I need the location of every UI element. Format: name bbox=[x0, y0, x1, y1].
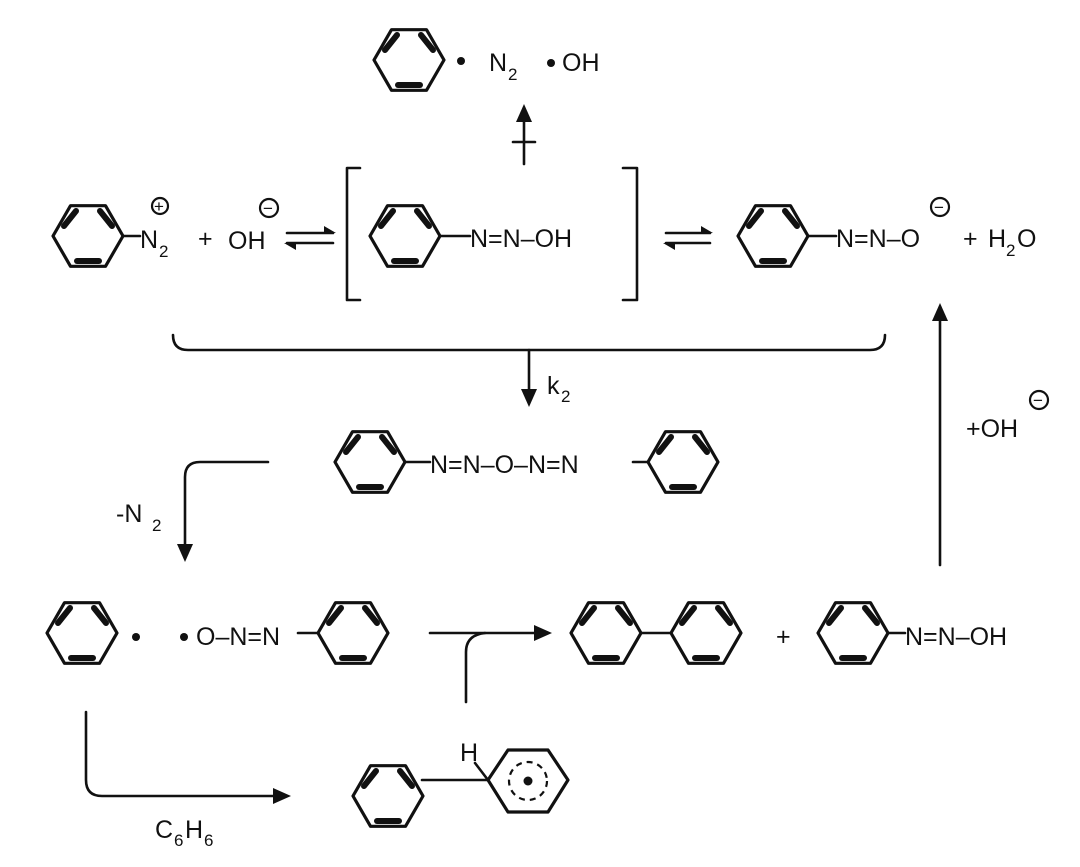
azo-oxide-radical-chain: O–N=N bbox=[196, 623, 280, 651]
negative-charge-circle bbox=[1028, 389, 1050, 411]
hydrogen-label: H bbox=[460, 739, 478, 767]
azo-hydroxyl-chain: N=N–OH bbox=[470, 225, 572, 253]
n2-label: N bbox=[140, 226, 158, 254]
right-bracket bbox=[621, 166, 639, 302]
minus-n2-label: -N bbox=[116, 500, 142, 528]
negative-charge-circle bbox=[258, 197, 280, 219]
oh-label: OH bbox=[228, 227, 266, 255]
benzene-ring bbox=[335, 432, 405, 493]
rate-constant-subscript: 2 bbox=[561, 387, 570, 406]
benzene-ring bbox=[738, 206, 808, 267]
delocalized-radical-circle bbox=[507, 760, 549, 802]
radical-dot bbox=[132, 633, 140, 641]
water-h: H bbox=[988, 225, 1006, 253]
benzene-ring bbox=[370, 206, 440, 267]
oh-label: OH bbox=[562, 49, 600, 77]
minus-n2-subscript: 2 bbox=[152, 516, 161, 535]
hydroxide-ion: + OH − bbox=[198, 197, 280, 255]
blocked-arrow bbox=[511, 104, 537, 166]
k2-arrow: k 2 bbox=[521, 348, 570, 407]
equilibrium-arrow bbox=[284, 226, 336, 250]
n2-subscript: 2 bbox=[159, 242, 168, 261]
benzene-ring bbox=[671, 603, 741, 664]
radical-dot bbox=[457, 57, 465, 65]
radical-dot bbox=[523, 776, 533, 786]
negative-charge: − bbox=[934, 198, 944, 217]
left-bracket bbox=[345, 166, 362, 302]
benzene-c-subscript: 6 bbox=[174, 831, 183, 850]
radical-pair: O–N=N bbox=[47, 603, 388, 664]
plus-sign: + bbox=[963, 225, 978, 253]
benzene-ring bbox=[818, 603, 888, 664]
biphenyl-formation-arrow bbox=[428, 625, 552, 704]
benzene-h: H bbox=[185, 816, 203, 844]
water-o: O bbox=[1017, 225, 1036, 253]
n2-subscript: 2 bbox=[508, 65, 517, 84]
diazotate-anion: N=N–O − + H 2 O bbox=[738, 196, 1036, 267]
positive-charge: + bbox=[154, 197, 164, 216]
plus-sign: + bbox=[776, 623, 791, 651]
radical-dot bbox=[547, 59, 555, 67]
equilibrium-arrow bbox=[663, 226, 713, 250]
add-hydroxide-label: +OH bbox=[966, 415, 1018, 443]
benzenediazonium: N 2 + bbox=[53, 196, 170, 267]
diazohydroxide-product: + N=N–OH bbox=[776, 603, 1007, 664]
nitrogen-loss-arrow: -N 2 bbox=[116, 460, 270, 562]
biphenyl bbox=[571, 603, 741, 664]
benzene-c: C bbox=[155, 816, 173, 844]
cyclohexadienyl-ring bbox=[486, 748, 570, 814]
benzene-h-subscript: 6 bbox=[204, 831, 213, 850]
plus-sign: + bbox=[198, 225, 213, 253]
diazohydroxide-intermediate: N=N–OH bbox=[345, 166, 639, 302]
negative-charge-circle bbox=[929, 196, 951, 218]
benzene-ring bbox=[571, 603, 641, 664]
diazoanhydride: N=N–O–N=N bbox=[335, 432, 718, 493]
cyclohexadienyl-adduct: H bbox=[353, 739, 570, 827]
benzene-addition-arrow: C 6 H 6 bbox=[84, 710, 291, 850]
hydroxide-addition-arrow: +OH − bbox=[932, 303, 1050, 567]
positive-charge-circle bbox=[150, 196, 170, 216]
benzene-ring bbox=[318, 603, 388, 664]
negative-charge: − bbox=[1033, 391, 1043, 410]
azo-oxide-chain: N=N–O bbox=[836, 225, 920, 253]
negative-charge: − bbox=[263, 199, 273, 218]
azo-hydroxyl-chain: N=N–OH bbox=[905, 623, 1007, 651]
combination-brace bbox=[171, 333, 887, 352]
radical-dot bbox=[180, 633, 188, 641]
benzene-ring bbox=[353, 766, 423, 827]
phenyl-radical-products: N 2 OH bbox=[374, 30, 600, 91]
benzene-ring bbox=[53, 206, 123, 267]
benzene-ring bbox=[648, 432, 718, 493]
benzene-ring bbox=[47, 603, 117, 664]
anhydride-chain: N=N–O–N=N bbox=[430, 451, 579, 479]
rate-constant: k bbox=[547, 372, 560, 400]
n2-label: N bbox=[489, 49, 507, 77]
benzene-ring bbox=[374, 30, 444, 91]
water-subscript: 2 bbox=[1006, 241, 1015, 260]
